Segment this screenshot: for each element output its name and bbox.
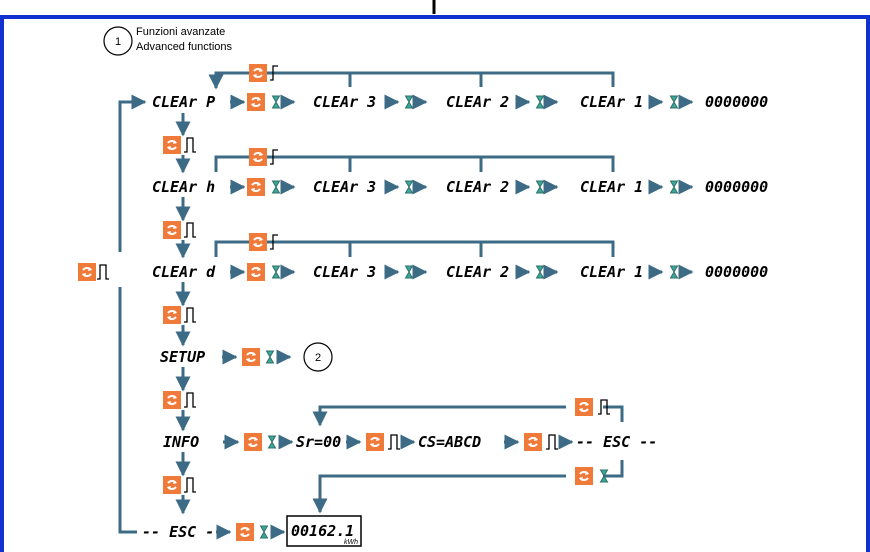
clear-row-p: CLEAr P CLEAr 3 CLEAr 2 CLEAr 1 0000000 [152,63,768,112]
hourglass-icon [536,265,544,279]
info-esc: -- ESC -- [576,433,657,451]
refresh-button-icon [77,262,97,282]
callout-2-number: 2 [315,352,321,364]
refresh-button-icon [248,63,268,83]
refresh-button-icon [365,432,385,452]
press-pulse-icon [96,264,110,280]
refresh-button-icon [235,522,255,542]
step-clear-2: CLEAr 2 [446,178,509,196]
hourglass-icon [260,525,268,539]
clear-row-h: CLEAr h CLEAr 3 CLEAr 2 CLEAr 1 0000000 [152,147,768,197]
row-label: CLEAr h [152,178,215,196]
step-clear-2: CLEAr 2 [446,263,509,281]
press-pulse-icon [183,477,197,493]
setup-label: SETUP [160,348,205,366]
display-unit: kWh [344,539,358,546]
refresh-button-icon [246,177,266,197]
refresh-button-icon [243,432,263,452]
press-pulse-icon [183,307,197,323]
callout-2-circle [303,342,333,372]
step-clear-3: CLEAr 3 [313,93,376,111]
step-clear-1: CLEAr 1 [580,178,643,196]
callout-1-number: 1 [115,36,121,48]
esc-row: -- ESC -- 00162.1 kWh [142,515,362,547]
main-loop-line [118,94,191,534]
display-value: 00162.1 [291,522,354,540]
step-clear-1: CLEAr 1 [580,93,643,111]
hourglass-icon [405,180,413,194]
press-pulse-icon [183,392,197,408]
page-frame [0,15,870,552]
refresh-button-icon [162,220,182,240]
press-pulse-icon [387,434,401,450]
hourglass-icon [272,95,280,109]
lcd-display [286,515,362,547]
press-pulse-icon [183,137,197,153]
step-clear-3: CLEAr 3 [313,263,376,281]
refresh-button-icon [162,475,182,495]
step-clear-2: CLEAr 2 [446,93,509,111]
hourglass-icon [405,95,413,109]
hourglass-icon [272,265,280,279]
info-label: INFO [163,433,199,451]
press-pulse-icon [183,222,197,238]
hourglass-icon [536,180,544,194]
hourglass-icon [268,435,276,449]
callout-title-it: Funzioni avanzate [136,26,225,38]
refresh-button-icon [162,135,182,155]
hourglass-icon [405,265,413,279]
refresh-button-icon [523,432,543,452]
refresh-button-icon [162,305,182,325]
row-label: CLEAr d [152,263,216,281]
refresh-button-icon [241,347,261,367]
refresh-button-icon [574,397,594,417]
hourglass-icon [670,95,678,109]
refresh-button-icon [248,147,268,167]
press-pulse-icon [545,434,559,450]
row-label: CLEAr P [152,93,215,111]
info-row: INFO Sr=00 CS=ABCD -- ESC -- [163,397,657,514]
step-zero-result: 0000000 [705,178,768,196]
hourglass-icon [272,180,280,194]
step-zero-result: 0000000 [705,263,768,281]
checksum-value: CS=ABCD [418,433,481,451]
clear-row-d: CLEAr d CLEAr 3 CLEAr 2 CLEAr 1 0000000 [152,232,768,282]
callout-title-en: Advanced functions [136,41,233,53]
refresh-button-icon [574,466,594,486]
setup-row: SETUP 2 [160,342,333,372]
hourglass-icon [266,350,274,364]
hourglass-icon [670,180,678,194]
refresh-button-icon [246,92,266,112]
refresh-button-icon [248,232,268,252]
esc-label: -- ESC -- [142,523,223,541]
hourglass-icon [536,95,544,109]
callout-1-circle [103,26,133,56]
refresh-button-icon [246,262,266,282]
step-zero-result: 0000000 [705,93,768,111]
hourglass-icon [670,265,678,279]
serial-value: Sr=00 [296,433,341,451]
step-clear-3: CLEAr 3 [313,178,376,196]
step-clear-1: CLEAr 1 [580,263,643,281]
refresh-button-icon [162,390,182,410]
